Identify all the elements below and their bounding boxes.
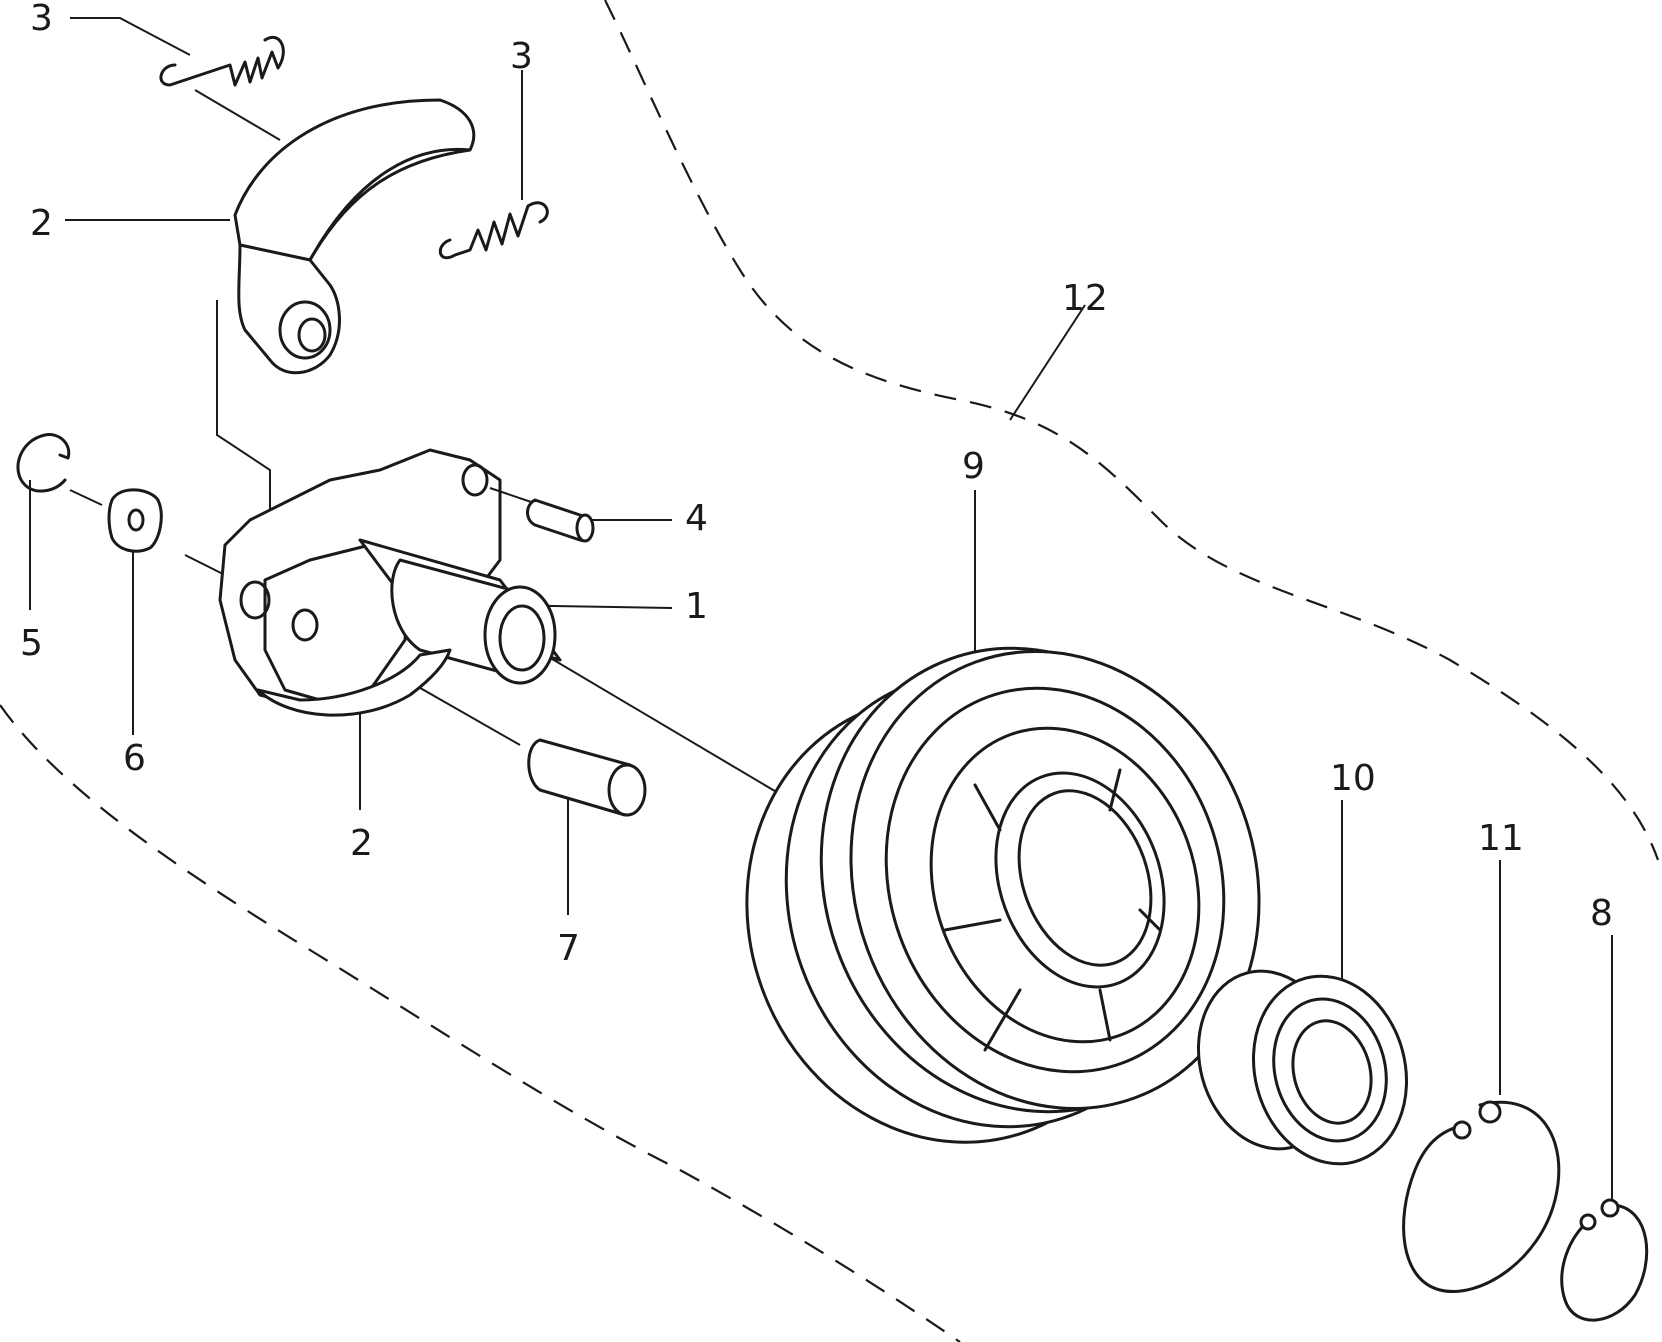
callout-3b: 3 [510, 36, 533, 77]
circlip-part-10 [1560, 1198, 1649, 1322]
callout-labels: 3 3 2 12 9 4 1 5 6 2 7 10 11 8 [20, 0, 1613, 969]
washer-part-6 [107, 488, 163, 553]
circlip-part-11 [1402, 1100, 1561, 1293]
bearing-part-9 [1196, 969, 1409, 1166]
callout-10: 8 [1590, 893, 1613, 934]
callout-12: 12 [1062, 278, 1108, 319]
callout-5: 5 [20, 623, 43, 664]
callout-6: 6 [123, 738, 146, 779]
clip-part-5 [16, 433, 71, 493]
callout-1: 1 [685, 586, 708, 627]
anchor-plate-assembly [218, 448, 562, 712]
brake-shoe-upper [233, 98, 476, 375]
callout-3a: 3 [30, 0, 53, 39]
callout-2a: 2 [30, 203, 53, 244]
spring-upper-right [439, 201, 549, 260]
callout-8: 9 [962, 446, 985, 487]
callout-9: 10 [1330, 758, 1376, 799]
callout-11: 11 [1478, 818, 1524, 859]
pin-part-4 [489, 487, 595, 543]
callout-2b: 2 [350, 823, 373, 864]
callout-7: 7 [557, 928, 580, 969]
pulley-wheel [745, 646, 1261, 1144]
pin-part-7 [527, 738, 647, 817]
leader-lines [29, 17, 1613, 1200]
brake-shoe-lower [256, 648, 452, 717]
callout-4: 4 [685, 498, 708, 539]
spring-upper-left [159, 36, 285, 87]
